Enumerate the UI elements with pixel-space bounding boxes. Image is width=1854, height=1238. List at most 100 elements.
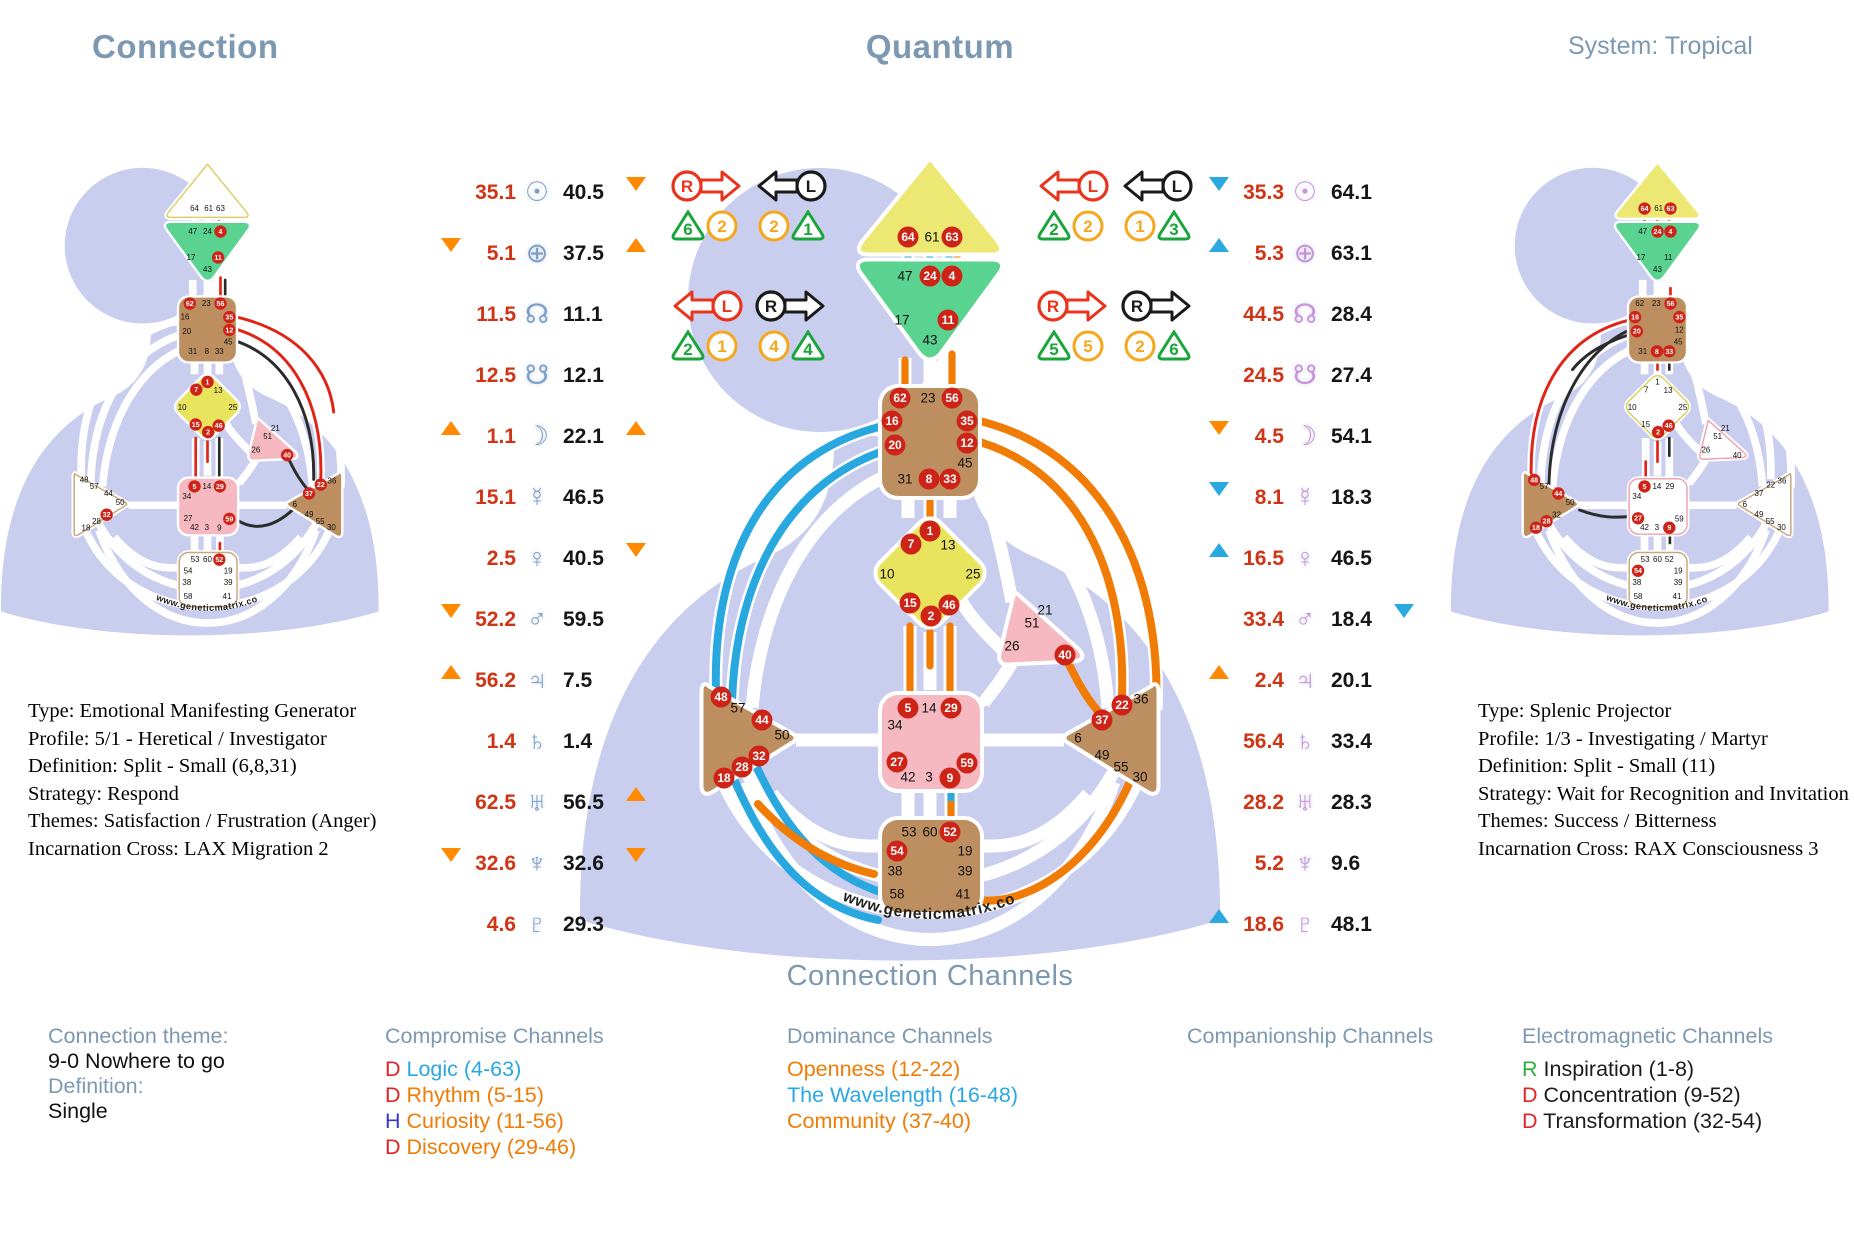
venus-icon: ♀ [526,543,548,573]
gate-49: 49 [1755,510,1764,519]
gate-1: 1 [1655,378,1660,387]
svg-text:59: 59 [225,515,233,523]
left-person-info-line: Type: Emotional Manifesting Generator [28,700,357,722]
gate-52: 52 [1665,555,1674,564]
svg-text:1: 1 [927,524,934,538]
tone-badge-circle: 1 [706,330,738,362]
gate-31: 31 [188,347,197,356]
gate-15-active: 15 [899,592,921,614]
svg-text:L: L [722,297,732,316]
down-orange-arrow-icon [626,542,646,557]
svg-text:40: 40 [283,452,291,460]
north_node-icon: ☊ [1293,299,1317,329]
personality-gate-value: 28.3 [1331,790,1372,814]
design-gate-value: 11.5 [476,302,516,326]
channel-item: D Transformation (32-54) [1522,1109,1763,1133]
gate-12-active: 12 [223,323,236,337]
gate-33-active: 33 [1663,345,1676,358]
svg-text:5: 5 [905,701,912,715]
gate-23: 23 [920,391,935,406]
design-gate-value: 8.1 [1254,485,1284,509]
gate-7-active: 7 [900,533,922,555]
personality-gate-value: 18.3 [1331,485,1372,509]
gate-53: 53 [191,555,200,564]
variable-arrow-red-right: R [671,170,741,202]
gate-29-active: 29 [213,480,227,493]
gate-50: 50 [774,728,789,743]
gate-15-active: 15 [189,418,202,431]
gate-37: 37 [1755,489,1764,498]
gate-12: 12 [1675,326,1684,335]
personality-gate-value: 22.1 [563,424,604,448]
gate-54-active: 54 [886,840,908,862]
right-person-info-line: Profile: 1/3 - Investigating / Martyr [1478,727,1768,750]
design-gate-value: 5.1 [486,241,516,265]
gate-26: 26 [1004,639,1019,654]
north_node-icon: ☊ [525,299,549,329]
right-planet-row-mars: 33.4♂18.4 [1208,589,1415,650]
right-center-heart [1697,417,1749,462]
saturn-icon: ♄ [1294,726,1316,756]
gate-13: 13 [940,538,955,553]
svg-text:3: 3 [1169,220,1178,239]
down-orange-arrow-icon [441,847,461,862]
svg-text:2: 2 [683,340,692,359]
left-planet-row-neptune: 32.6♆32.6 [440,833,647,894]
connection-channels-title: Connection Channels [786,960,1074,992]
gate-19: 19 [224,566,233,575]
gate-42: 42 [190,523,199,532]
connection-theme-line: Connection theme: [48,1024,229,1048]
gate-16: 16 [181,313,190,322]
gate-11: 11 [1664,253,1673,262]
earth-icon: ⊕ [1293,238,1317,268]
svg-text:1: 1 [1135,217,1144,236]
gate-20: 20 [182,327,191,336]
gate-45: 45 [957,456,972,471]
gate-8: 8 [205,347,210,356]
gate-25: 25 [1678,403,1687,412]
gate-55: 55 [1113,760,1128,775]
left-planet-row-mars: 52.2♂59.5 [440,589,647,650]
personality-gate-value: 40.5 [563,180,604,204]
left-planet-row-pluto: 4.6♇29.3 [440,894,647,955]
color-badge-triangle: 4 [791,329,825,361]
gate-1-active: 1 [919,520,941,542]
gate-38: 38 [887,864,902,879]
jupiter-icon: ♃ [1294,665,1316,695]
variable-arrow-black-right: R [755,290,825,322]
svg-text:9: 9 [1667,524,1671,532]
color-badge-triangle: 2 [671,329,705,361]
design-gate-value: 1.4 [486,729,516,753]
design-gate-value: 18.6 [1243,912,1284,936]
svg-text:R: R [1047,297,1059,316]
design-gate-value: 56.2 [475,668,516,692]
svg-text:12: 12 [960,436,974,450]
left-center-solar_plexus [285,471,344,539]
gate-57: 57 [1540,482,1549,491]
gate-6: 6 [1074,731,1082,746]
up-orange-arrow-icon [626,237,646,252]
design-gate-value: 5.3 [1254,241,1284,265]
left-person-info-line: Definition: Split - Small (6,8,31) [28,755,297,777]
svg-text:29: 29 [944,701,958,715]
gate-4-active: 4 [941,265,963,287]
gate-63: 63 [216,204,225,213]
gate-50: 50 [1566,498,1575,507]
gate-58: 58 [889,887,904,902]
gate-30: 30 [1777,523,1786,532]
mercury-icon: ☿ [526,482,548,512]
up-blue-arrow-icon [1209,908,1229,923]
svg-text:5: 5 [1643,483,1647,491]
color-badge-triangle: 6 [671,209,705,241]
variable-arrow-black-right: R [1121,290,1191,322]
mars-icon: ♂ [526,604,548,634]
gate-26: 26 [251,445,260,454]
right-planet-row-earth: 5.3⊕63.1 [1208,223,1415,284]
right-planet-row-sun: 35.3☉64.1 [1208,162,1415,223]
svg-text:33: 33 [1665,348,1673,356]
gate-33-active: 33 [939,468,961,490]
